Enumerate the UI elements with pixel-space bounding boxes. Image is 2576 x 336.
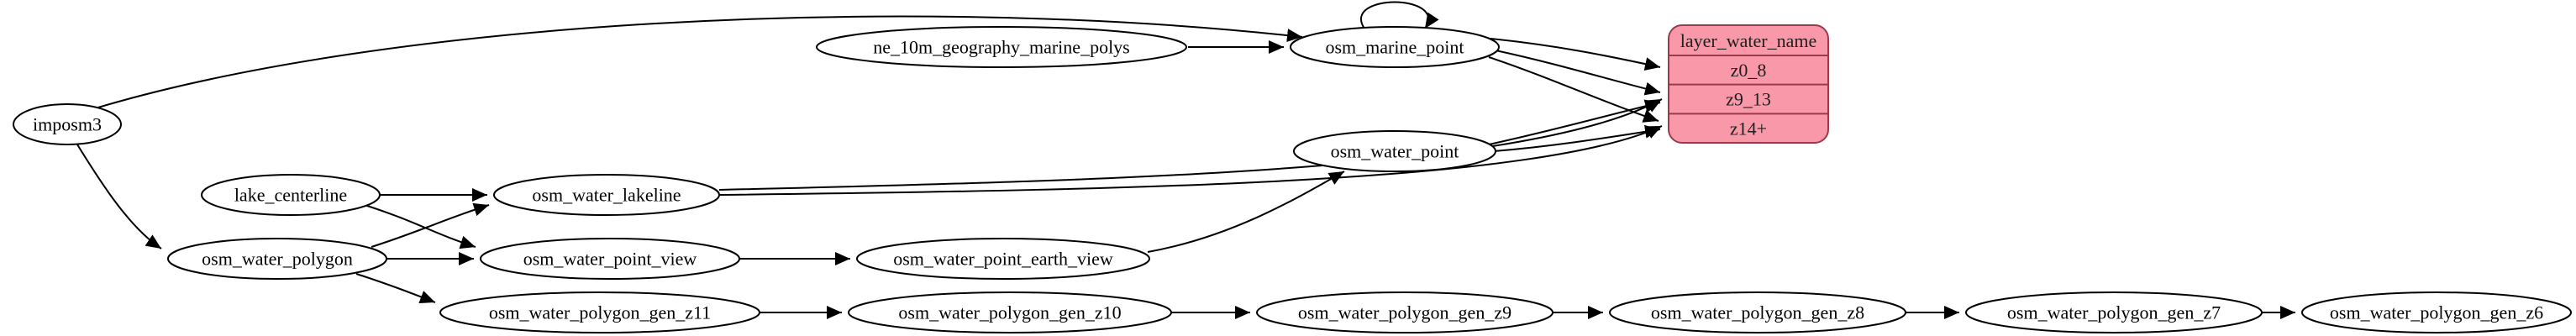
node-layer_water_name: layer_water_name z0_8 z9_13 z14+ — [1668, 24, 1829, 144]
node-ne_10m_geography_marine_polys: ne_10m_geography_marine_polys — [816, 26, 1187, 68]
edge-osm_water_polygon--osm_water_polygon_gen_z11 — [355, 273, 436, 304]
node-shape-osm_water_polygon_gen_z8 — [1609, 291, 1906, 333]
node-label-osm_water_polygon_gen_z8: osm_water_polygon_gen_z8 — [1651, 302, 1864, 323]
record-row-z14+: z14+ — [1730, 118, 1767, 139]
node-label-osm_water_polygon_gen_z10: osm_water_polygon_gen_z10 — [898, 302, 1121, 323]
edge-osm_water_point--layer_water_name.z14+ — [1493, 124, 1661, 152]
edge-osm_water_point_earth_view--osm_water_point — [1147, 171, 1345, 253]
node-shape-osm_water_point_view — [480, 238, 740, 280]
node-shape-osm_water_polygon_gen_z11 — [439, 291, 760, 333]
node-shape-osm_water_polygon_gen_z9 — [1256, 291, 1553, 333]
edge-lake_centerline--osm_water_point_view — [364, 204, 476, 249]
node-osm_marine_point: osm_marine_point — [1290, 26, 1500, 68]
edge-osm_water_polygon--osm_water_lakeline — [371, 202, 490, 248]
node-label-osm_water_polygon: osm_water_polygon — [202, 249, 353, 270]
node-label-ne_10m_geography_marine_polys: ne_10m_geography_marine_polys — [873, 37, 1130, 58]
node-shape-imposm3 — [13, 103, 122, 145]
node-label-imposm3: imposm3 — [33, 114, 102, 135]
edge-osm_water_lakeline--layer_water_name.z9_13 — [718, 98, 1663, 191]
node-shape-osm_water_point_earth_view — [856, 238, 1150, 280]
node-shape-osm_water_polygon_gen_z7 — [1965, 291, 2263, 333]
edge-osm_marine_point--osm_marine_point — [1360, 1, 1439, 29]
node-label-osm_water_lakeline: osm_water_lakeline — [532, 185, 681, 206]
record-title: layer_water_name — [1680, 30, 1816, 51]
node-osm_water_polygon_gen_z11: osm_water_polygon_gen_z11 — [439, 291, 760, 333]
node-lake_centerline: lake_centerline — [201, 174, 381, 216]
edge-osm_marine_point--layer_water_name.z0_8 — [1490, 38, 1661, 71]
node-label-osm_water_polygon_gen_z7: osm_water_polygon_gen_z7 — [2007, 302, 2221, 323]
node-shape-ne_10m_geography_marine_polys — [816, 26, 1187, 68]
node-shape-osm_marine_point — [1290, 26, 1500, 68]
nodes-layer: imposm3 ne_10m_geography_marine_polys osm_… — [13, 24, 2572, 333]
node-shape-osm_water_polygon_gen_z10 — [848, 291, 1172, 333]
edge-imposm3--osm_marine_point — [92, 15, 1303, 110]
node-label-osm_water_polygon_gen_z6: osm_water_polygon_gen_z6 — [2330, 302, 2543, 323]
edge-imposm3--osm_water_polygon — [76, 144, 162, 249]
node-shape-osm_water_polygon — [167, 238, 387, 280]
node-label-osm_water_point_view: osm_water_point_view — [523, 249, 697, 270]
node-label-osm_water_polygon_gen_z11: osm_water_polygon_gen_z11 — [489, 302, 711, 323]
node-shape-osm_water_point — [1293, 130, 1496, 172]
edge-osm_water_point--layer_water_name.z9_13 — [1488, 99, 1661, 145]
node-osm_water_lakeline: osm_water_lakeline — [493, 174, 720, 216]
node-osm_water_polygon_gen_z8: osm_water_polygon_gen_z8 — [1609, 291, 1906, 333]
record-row-z9_13: z9_13 — [1726, 89, 1771, 110]
node-label-osm_water_polygon_gen_z9: osm_water_polygon_gen_z9 — [1298, 302, 1511, 323]
node-osm_water_polygon_gen_z9: osm_water_polygon_gen_z9 — [1256, 291, 1553, 333]
node-osm_water_polygon_gen_z7: osm_water_polygon_gen_z7 — [1965, 291, 2263, 333]
node-osm_water_polygon_gen_z10: osm_water_polygon_gen_z10 — [848, 291, 1172, 333]
node-shape-osm_water_polygon_gen_z6 — [2301, 291, 2572, 333]
node-osm_water_point_view: osm_water_point_view — [480, 238, 740, 280]
node-shape-lake_centerline — [201, 174, 381, 216]
edge-osm_water_lakeline--layer_water_name.z14+ — [718, 125, 1663, 196]
node-shape-osm_water_lakeline — [493, 174, 720, 216]
node-osm_water_polygon: osm_water_polygon — [167, 238, 387, 280]
node-osm_water_point_earth_view: osm_water_point_earth_view — [856, 238, 1150, 280]
edge-osm_marine_point--layer_water_name.z14+ — [1488, 56, 1659, 123]
node-label-osm_water_point_earth_view: osm_water_point_earth_view — [893, 249, 1113, 270]
node-label-lake_centerline: lake_centerline — [234, 185, 347, 206]
edge-osm_marine_point--layer_water_name.z9_13 — [1495, 50, 1661, 96]
node-osm_water_polygon_gen_z6: osm_water_polygon_gen_z6 — [2301, 291, 2572, 333]
record-row-z0_8: z0_8 — [1731, 60, 1767, 81]
node-label-osm_water_point: osm_water_point — [1331, 141, 1459, 162]
node-label-osm_marine_point: osm_marine_point — [1326, 37, 1464, 58]
node-imposm3: imposm3 — [13, 103, 122, 145]
edges-layer — [76, 1, 2295, 319]
node-osm_water_point: osm_water_point — [1293, 130, 1496, 172]
